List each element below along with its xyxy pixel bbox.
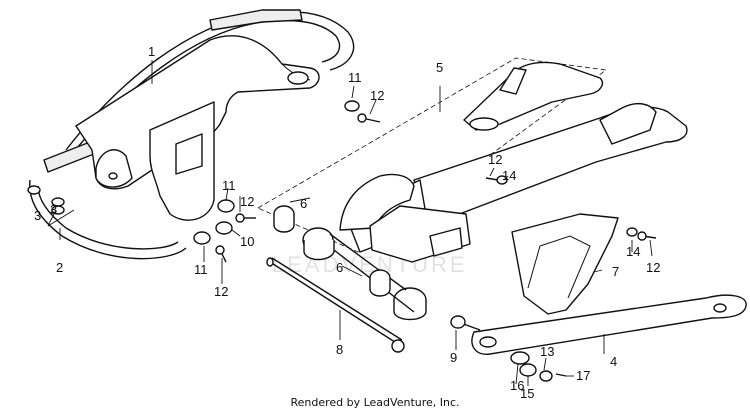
callout-3b: 3 bbox=[50, 202, 57, 217]
callout-11a: 11 bbox=[348, 70, 362, 85]
callout-9: 9 bbox=[450, 350, 457, 365]
callout-8: 8 bbox=[336, 342, 343, 357]
callout-13: 13 bbox=[540, 344, 554, 359]
callout-11c: 11 bbox=[194, 262, 208, 277]
callout-16: 16 bbox=[510, 378, 524, 393]
callout-10: 10 bbox=[240, 234, 254, 249]
pivot-bolt bbox=[266, 257, 405, 353]
callout-7: 7 bbox=[612, 264, 619, 279]
callout-11b: 11 bbox=[222, 178, 236, 193]
leader-lines bbox=[47, 60, 653, 386]
callout-12c: 12 bbox=[214, 284, 228, 299]
callout-labels: 1 2 3 3 4 5 6 6 7 8 9 10 11 11 11 12 12 … bbox=[34, 44, 660, 401]
bushings bbox=[273, 205, 391, 297]
chain-clip-parts bbox=[27, 185, 65, 215]
callout-12d: 12 bbox=[488, 152, 502, 167]
callout-14b: 14 bbox=[626, 244, 640, 259]
callout-12a: 12 bbox=[370, 88, 384, 103]
callout-14a: 14 bbox=[502, 168, 516, 183]
callout-4: 4 bbox=[610, 354, 617, 369]
callout-1: 1 bbox=[148, 44, 155, 59]
callout-17: 17 bbox=[576, 368, 590, 383]
callout-6a: 6 bbox=[300, 196, 307, 211]
chain-case bbox=[75, 35, 320, 221]
callout-3: 3 bbox=[34, 208, 41, 223]
swing-arm bbox=[257, 57, 688, 321]
bolts-and-nuts bbox=[193, 100, 657, 382]
footer-credit: Rendered by LeadVenture, Inc. bbox=[290, 396, 460, 409]
watermark-text: LEADVENTURE bbox=[272, 252, 468, 277]
callout-12b: 12 bbox=[240, 194, 254, 209]
callout-12e: 12 bbox=[646, 260, 660, 275]
callout-15: 15 bbox=[520, 386, 534, 401]
callout-6b: 6 bbox=[336, 260, 343, 275]
callout-5: 5 bbox=[436, 60, 443, 75]
torque-link bbox=[471, 294, 747, 355]
callout-2: 2 bbox=[56, 260, 63, 275]
bracket bbox=[511, 213, 619, 315]
